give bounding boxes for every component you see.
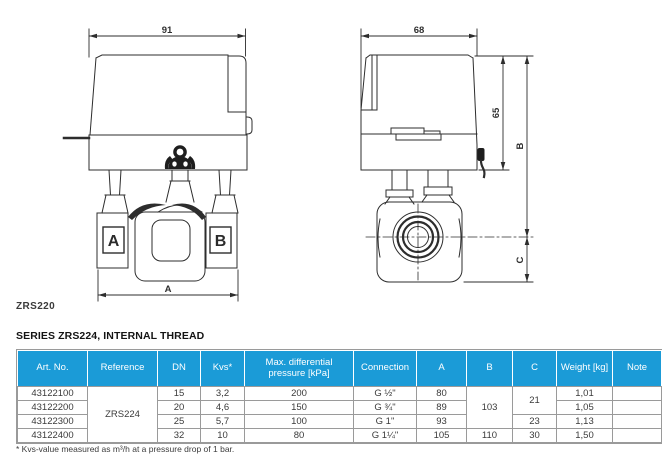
spec-table: Art. No. Reference DN Kvs* Max. differen… [16,349,662,444]
valve-stems-front [101,169,239,214]
table-row: 43122100 ZRS224 15 3,2 200 G ½" 80 103 2… [17,386,662,443]
right-drawing-side-view: 68 [360,25,535,283]
dim-width-a: A [97,269,239,302]
cell-weight: 1,01 [556,386,613,401]
dim-label-a: A [165,284,172,295]
centerlines [365,203,535,281]
cell-kvs: 4,6 [200,400,245,415]
table-row: 43122400 32 10 80 G 1¼" 105 110 30 1,50 [17,428,662,443]
cell-dn: 20 [157,400,201,415]
actuator-side-outline [360,54,486,179]
dim-label-68: 68 [414,25,425,36]
cell-note [612,428,662,443]
cell-kvs: 10 [200,428,245,443]
left-drawing-front-view: 91 [62,25,253,302]
cell-kvs: 3,2 [200,386,245,401]
footnote: * Kvs-value measured as m³/h at a pressu… [16,444,235,454]
header-dn: DN [157,350,201,387]
table-row: 43122300 25 5,7 100 G 1" 93 23 1,13 [17,414,662,429]
header-c: C [512,350,557,387]
cell-a: 89 [416,400,467,415]
cell-pressure: 200 [244,386,354,401]
header-kvs: Kvs* [200,350,245,387]
cell-art-no: 43122400 [17,428,88,443]
dim-label-91: 91 [162,25,173,36]
header-weight: Weight [kg] [556,350,613,387]
cell-reference: ZRS224 [87,386,158,443]
model-label: ZRS220 [16,301,56,312]
header-note: Note [612,350,662,387]
cell-art-no: 43122100 [17,386,88,401]
cell-weight: 1,50 [556,428,613,443]
cell-art-no: 43122300 [17,414,88,429]
cell-pressure: 150 [244,400,354,415]
header-art-no: Art. No. [17,350,88,387]
cell-b: 110 [466,428,513,443]
cell-c: 23 [512,414,557,429]
port-b-label: B [215,233,227,250]
cell-connection: G ¾" [353,400,417,415]
valve-stems-side [384,169,455,205]
cell-pressure: 80 [244,428,354,443]
header-a: A [416,350,467,387]
cell-c: 21 [512,386,557,415]
header-reference: Reference [87,350,158,387]
valve-body-side [365,201,535,283]
section-title: SERIES ZRS224, INTERNAL THREAD [16,330,205,342]
valve-body-front: A B [96,203,238,282]
dim-height-c: C [515,236,530,283]
dim-label-65: 65 [491,107,502,118]
cell-note [612,400,662,415]
header-max-pressure: Max. differential pressure [kPa] [244,350,354,387]
cell-art-no: 43122200 [17,400,88,415]
actuator-front-outline [62,54,253,171]
cell-kvs: 5,7 [200,414,245,429]
header-row: Art. No. Reference DN Kvs* Max. differen… [17,350,662,387]
extension-lines [463,55,534,283]
header-connection: Connection [353,350,417,387]
technical-drawings: 91 [62,25,535,302]
cell-connection: G 1" [353,414,417,429]
cell-connection: G ½" [353,386,417,401]
dim-label-b: B [515,142,526,149]
manual-knob [164,145,196,169]
release-clip [390,127,442,141]
cell-a: 105 [416,428,467,443]
dim-width-68: 68 [360,25,478,109]
cable-right [479,159,486,179]
cell-dn: 15 [157,386,201,401]
dim-width-91: 91 [88,25,246,58]
port-block-a [96,212,129,269]
header-b: B [466,350,513,387]
cell-dn: 32 [157,428,201,443]
dim-label-c: C [515,256,526,263]
cell-a: 93 [416,414,467,429]
dim-height-65: 65 [491,55,506,171]
cell-note [612,386,662,401]
port-a-label: A [108,233,120,250]
cell-dn: 25 [157,414,201,429]
cell-a: 80 [416,386,467,401]
cell-c: 30 [512,428,557,443]
cable-gland [477,148,485,161]
cell-weight: 1,05 [556,400,613,415]
port-block-b [205,212,238,269]
cell-weight: 1,13 [556,414,613,429]
cell-b: 103 [466,386,513,429]
cell-note [612,414,662,429]
cell-connection: G 1¼" [353,428,417,443]
cell-pressure: 100 [244,414,354,429]
dim-height-b: B [515,55,530,238]
